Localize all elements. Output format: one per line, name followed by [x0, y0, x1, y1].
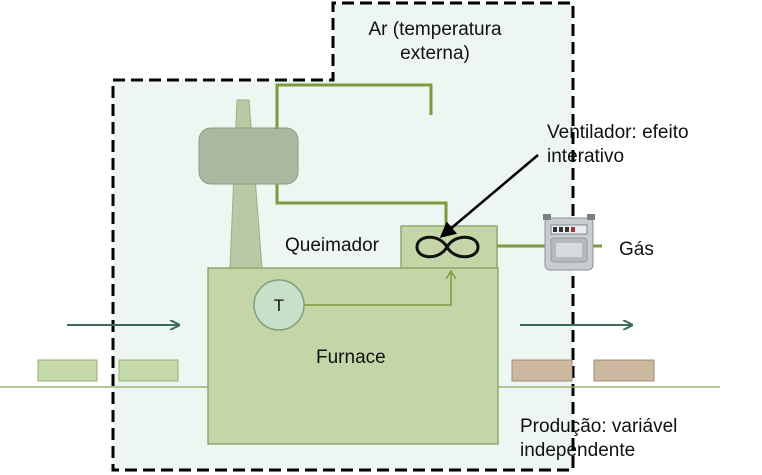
product-in-2	[118, 359, 179, 382]
air-label: Ar (temperatura externa)	[368, 19, 502, 64]
burner-box	[400, 225, 498, 269]
production-label: Produção: variável independente	[520, 416, 678, 461]
furnace-label: Furnace	[316, 347, 386, 368]
product-out-2	[593, 359, 655, 382]
sensor-signal-line	[304, 273, 451, 306]
product-in-1	[37, 359, 98, 382]
fan-icon	[415, 235, 480, 259]
fan-label: Ventilador: efeito interativo	[547, 122, 689, 167]
burner-air-pipe	[275, 184, 448, 226]
burner-label: Queimador	[285, 235, 379, 256]
fan-pointer-arrow	[439, 154, 539, 238]
gas-label: Gás	[619, 239, 654, 260]
furnace-body	[207, 267, 499, 445]
heat-exchanger	[198, 127, 299, 185]
sensor-label: T	[273, 296, 285, 315]
gas-meter-icon	[543, 214, 595, 271]
air-pipe	[275, 83, 433, 129]
product-out-1	[511, 359, 573, 382]
